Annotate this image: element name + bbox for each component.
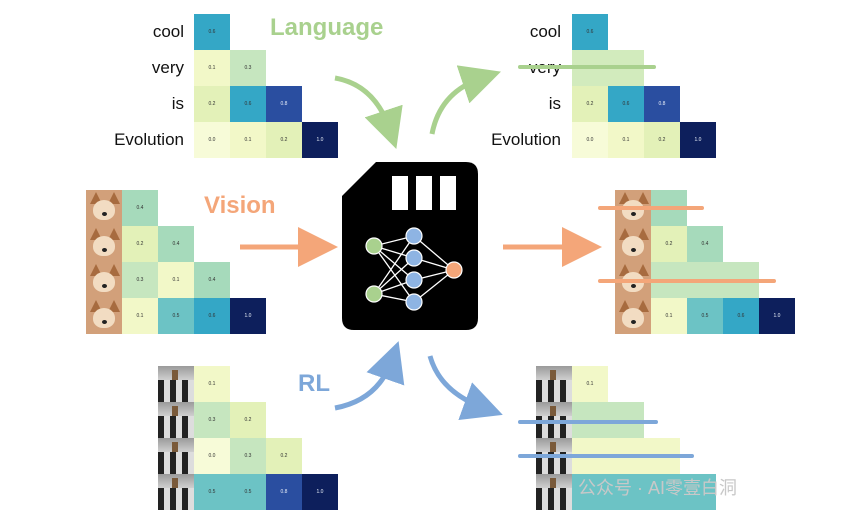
language-pruned-cell-2-1: 0.6 <box>608 86 644 122</box>
vision-cell-3-3: 1.0 <box>230 298 266 334</box>
language-pruned-cell-3-2: 0.2 <box>644 122 680 158</box>
vision-cell-3-1: 0.5 <box>158 298 194 334</box>
language-pruned-cell-3-0: 0.0 <box>572 122 608 158</box>
vision-right-thumbnail-1 <box>615 226 651 262</box>
vision-pruned-cell-3-2: 0.6 <box>723 298 759 334</box>
rl-thumbnail-2 <box>158 438 194 474</box>
watermark: 公众号 · AI零壹白洞 <box>578 478 738 498</box>
vision-thumbnail-3 <box>86 298 122 334</box>
rl-thumbnail-1 <box>158 402 194 438</box>
rl-strike-2 <box>518 454 694 458</box>
language-word-1: very <box>151 58 184 77</box>
vision-thumbnail-1 <box>86 226 122 262</box>
vision-cell-3-2: 0.6 <box>194 298 230 334</box>
vision-right-thumbnail-3 <box>615 298 651 334</box>
rl-cell-3-3: 1.0 <box>302 474 338 510</box>
language-word-0: cool <box>152 22 184 41</box>
language-word-right-3: Evolution <box>491 130 561 149</box>
vision-cell-2-1: 0.1 <box>158 262 194 298</box>
chip-icon <box>342 162 478 330</box>
language-word-3: Evolution <box>114 130 184 149</box>
rl-cell-2-0: 0.0 <box>194 438 230 474</box>
rl-pruned-cell-3-0 <box>572 474 608 510</box>
rl-label: RL <box>298 370 330 397</box>
vision-pruned-cell-3-3: 1.0 <box>759 298 795 334</box>
rl-pruned-cell-3-1 <box>608 474 644 510</box>
rl-in-arrow <box>334 341 405 411</box>
language-pruned-cell-2-2: 0.8 <box>644 86 680 122</box>
language-cell-1-1: 0.3 <box>230 50 266 86</box>
language-out-arrow <box>429 65 501 135</box>
language-pruned-cell-3-3: 1.0 <box>680 122 716 158</box>
vision-thumbnail-0 <box>86 190 122 226</box>
language-in-arrow <box>334 75 403 149</box>
vision-pruned-cell-1-0: 0.2 <box>651 226 687 262</box>
rl-pruned-cell-3-2 <box>644 474 680 510</box>
language-pruned-cell-0-0: 0.6 <box>572 14 608 50</box>
vision-pruned-cell-3-0: 0.1 <box>651 298 687 334</box>
rl-thumbnail-3 <box>158 474 194 510</box>
rl-cell-1-1: 0.2 <box>230 402 266 438</box>
rl-right-thumbnail-3 <box>536 474 572 510</box>
language-cell-1-0: 0.1 <box>194 50 230 86</box>
rl-strike-1 <box>518 420 658 424</box>
rl-thumbnail-0 <box>158 366 194 402</box>
vision-cell-3-0: 0.1 <box>122 298 158 334</box>
language-cell-0-0: 0.6 <box>194 14 230 50</box>
rl-cell-3-2: 0.8 <box>266 474 302 510</box>
language-pruned-cell-2-0: 0.2 <box>572 86 608 122</box>
vision-pruned-cell-1-1: 0.4 <box>687 226 723 262</box>
vision-cell-2-2: 0.4 <box>194 262 230 298</box>
vision-label: Vision <box>204 192 276 219</box>
language-word-right-0: cool <box>529 22 561 41</box>
language-word-right-2: is <box>548 94 561 113</box>
rl-pruned-cell-0-0: 0.1 <box>572 366 608 402</box>
vision-cell-0-0: 0.4 <box>122 190 158 226</box>
language-pruned-cell-3-1: 0.1 <box>608 122 644 158</box>
rl-cell-3-0: 0.5 <box>194 474 230 510</box>
vision-cell-1-0: 0.2 <box>122 226 158 262</box>
vision-cell-2-0: 0.3 <box>122 262 158 298</box>
vision-cell-1-1: 0.4 <box>158 226 194 262</box>
vision-thumbnail-2 <box>86 262 122 298</box>
language-cell-3-3: 1.0 <box>302 122 338 158</box>
vision-strike-2 <box>598 279 776 283</box>
rl-cell-2-1: 0.3 <box>230 438 266 474</box>
language-cell-2-1: 0.6 <box>230 86 266 122</box>
language-label: Language <box>270 14 384 41</box>
vision-strike-1 <box>598 206 704 210</box>
language-cell-3-2: 0.2 <box>266 122 302 158</box>
rl-cell-0-0: 0.1 <box>194 366 230 402</box>
rl-out-arrow <box>427 355 503 420</box>
language-cell-3-0: 0.0 <box>194 122 230 158</box>
rl-cell-3-1: 0.5 <box>230 474 266 510</box>
language-cell-3-1: 0.1 <box>230 122 266 158</box>
rl-pruned-cell-3-3 <box>680 474 716 510</box>
rl-right-thumbnail-0 <box>536 366 572 402</box>
rl-cell-2-2: 0.2 <box>266 438 302 474</box>
language-cell-2-0: 0.2 <box>194 86 230 122</box>
language-strike <box>518 65 656 69</box>
rl-cell-1-0: 0.3 <box>194 402 230 438</box>
language-cell-2-2: 0.8 <box>266 86 302 122</box>
vision-pruned-cell-3-1: 0.5 <box>687 298 723 334</box>
language-word-2: is <box>171 94 184 113</box>
